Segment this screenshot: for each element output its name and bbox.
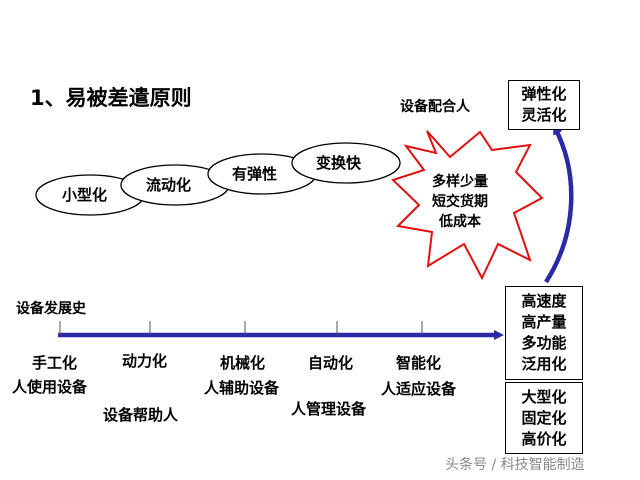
era-tech-2: 动力化 xyxy=(122,352,168,370)
stage-ellipse-4 xyxy=(291,142,401,184)
burst-text: 多样少量 短交货期 低成本 xyxy=(432,172,488,232)
box-flexible-line-2: 灵活化 xyxy=(521,106,567,124)
equipment-role-label: 设备配合人 xyxy=(400,99,470,115)
burst-shape xyxy=(391,130,544,281)
box-large-scale-line-1: 大型化 xyxy=(521,387,567,406)
curved-arrow xyxy=(544,124,574,284)
box-large-scale-line-3: 高价化 xyxy=(521,429,567,448)
box-large-scale: 大型化 固定化 高价化 xyxy=(505,382,583,454)
box-flexible-line-1: 弹性化 xyxy=(521,85,567,103)
era-relation-2: 设备帮助人 xyxy=(103,406,179,424)
era-tech-3: 机械化 xyxy=(220,354,266,372)
stage-label-4: 变换快 xyxy=(316,154,362,172)
box-high-speed-line-3: 多功能 xyxy=(521,334,567,352)
stage-label-2: 流动化 xyxy=(146,176,192,194)
era-relation-1: 人使用设备 xyxy=(12,378,88,396)
box-high-speed-line-2: 高产量 xyxy=(521,313,567,331)
burst-line-2: 短交货期 xyxy=(432,194,488,210)
box-flexible: 弹性化 灵活化 xyxy=(508,80,580,130)
timeline-label: 设备发展史 xyxy=(16,301,86,317)
era-tech-4: 自动化 xyxy=(308,354,354,372)
box-high-speed: 高速度 高产量 多功能 泛用化 xyxy=(505,286,583,380)
burst-line-1: 多样少量 xyxy=(432,174,488,190)
watermark: 头条号 / 科技智能制造 xyxy=(445,457,585,473)
era-relation-5: 人适应设备 xyxy=(381,380,457,398)
box-large-scale-line-2: 固定化 xyxy=(521,408,567,427)
era-tech-1: 手工化 xyxy=(32,354,78,372)
stage-label-3: 有弹性 xyxy=(232,165,278,183)
page-title: 1、易被差遣原则 xyxy=(30,86,192,110)
stage-label-1: 小型化 xyxy=(62,186,108,204)
era-relation-4: 人管理设备 xyxy=(291,400,367,418)
era-relation-3: 人辅助设备 xyxy=(204,379,280,397)
era-tech-5: 智能化 xyxy=(396,354,442,372)
box-high-speed-line-1: 高速度 xyxy=(521,292,567,310)
burst-line-3: 低成本 xyxy=(439,214,481,230)
box-high-speed-line-4: 泛用化 xyxy=(521,355,567,373)
